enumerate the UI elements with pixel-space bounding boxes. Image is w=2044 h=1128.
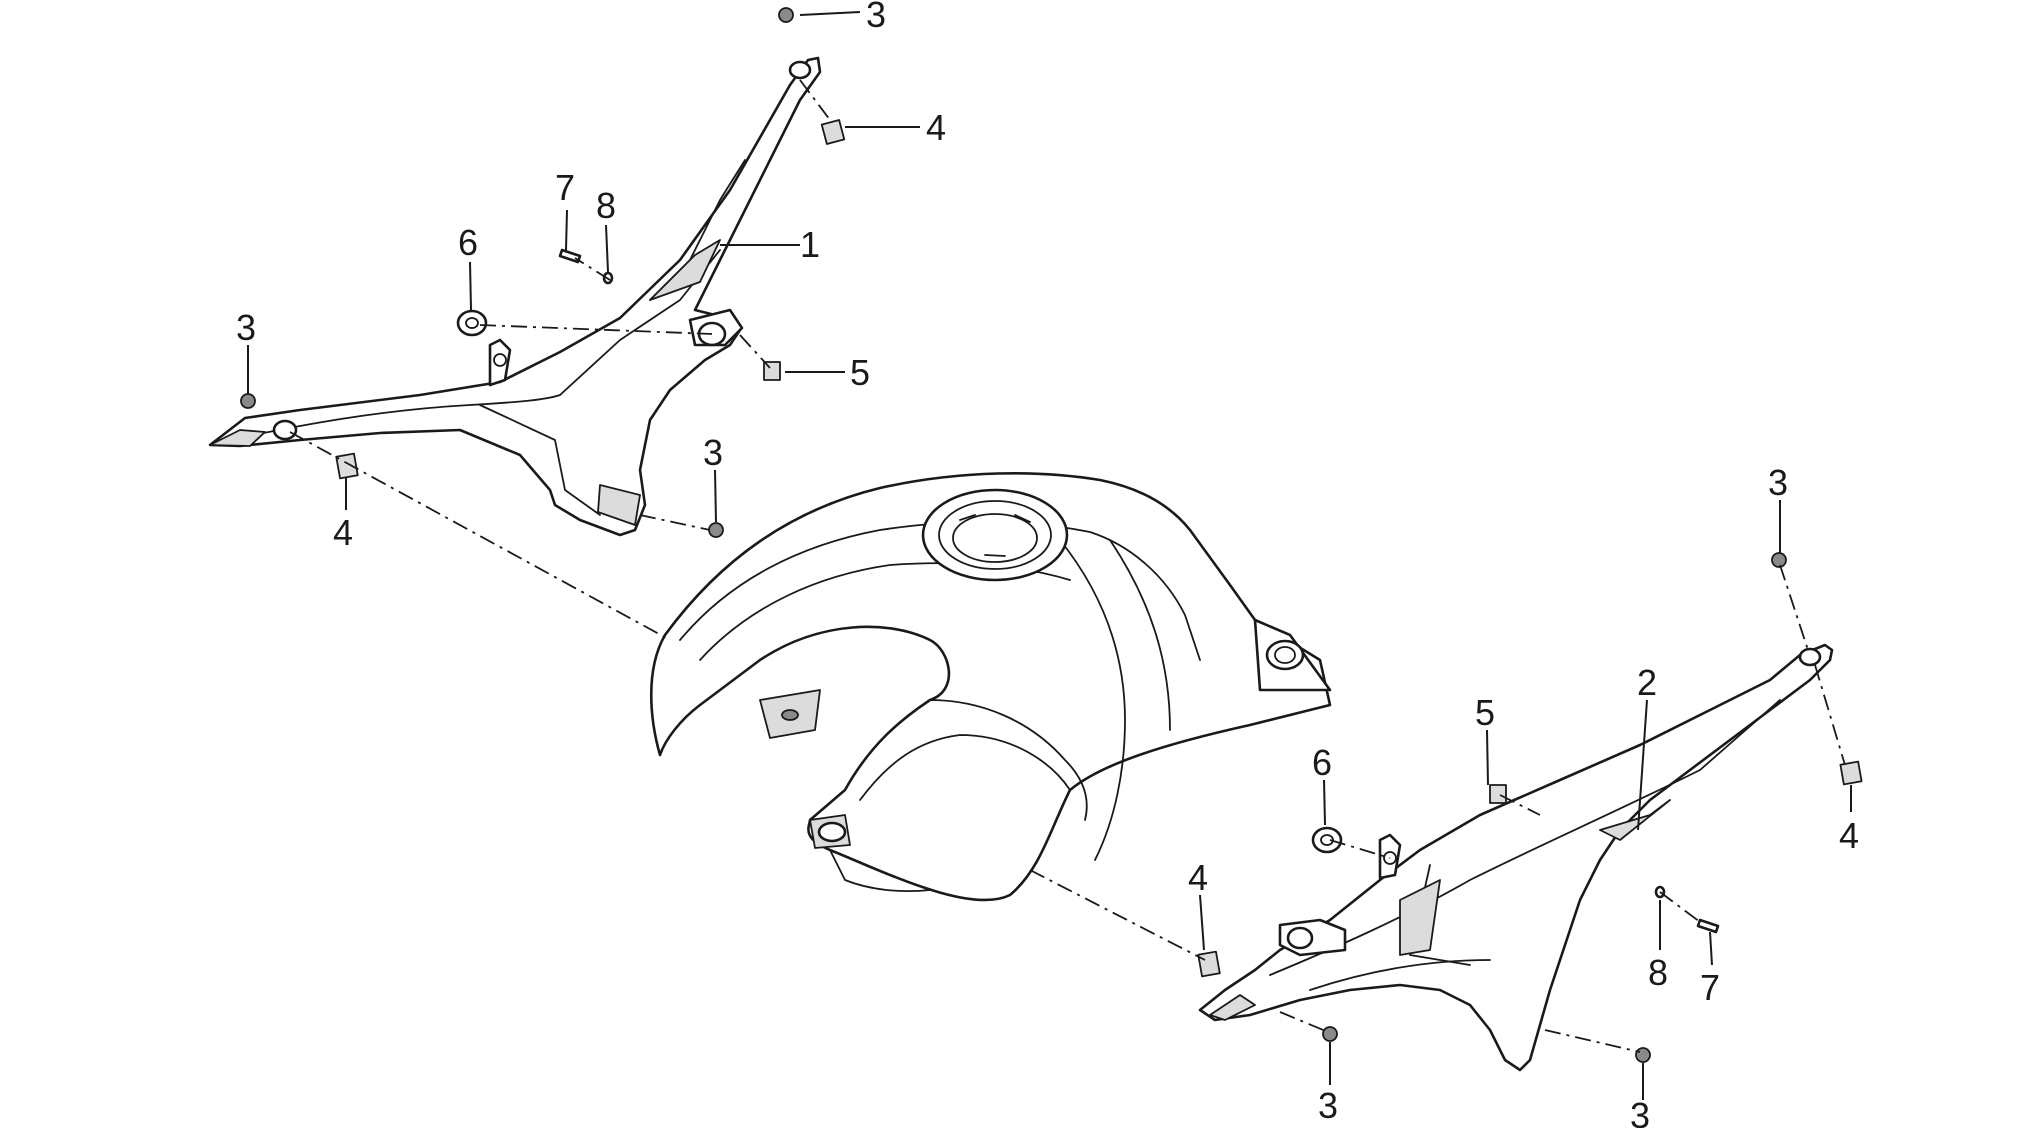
callout-1: 1 — [800, 224, 820, 265]
callout-3-bottom-right: 3 — [1630, 1095, 1650, 1128]
clip-5-b — [1489, 784, 1507, 804]
callout-5-left: 5 — [850, 352, 870, 393]
callout-5-right: 5 — [1475, 692, 1495, 733]
side-cover-left — [208, 56, 822, 537]
callout-3-right-top: 3 — [1768, 462, 1788, 503]
callout-3-left: 3 — [236, 307, 256, 348]
clip-4-a — [820, 119, 846, 145]
callout-4-center: 4 — [1188, 857, 1208, 898]
screw-3-f — [1635, 1047, 1651, 1063]
callout-7-left: 7 — [555, 167, 575, 208]
bolt-7-b — [1696, 918, 1720, 934]
callout-8-left: 8 — [596, 185, 616, 226]
callout-6-left: 6 — [458, 222, 478, 263]
screw-3-b — [240, 393, 256, 409]
grommet-6-b — [1311, 826, 1343, 854]
leader-lines — [247, 11, 1852, 1100]
screw-3-a — [778, 7, 794, 23]
callout-3-top: 3 — [866, 0, 886, 35]
screw-3-c — [708, 522, 724, 538]
callout-3-bottom-left: 3 — [1318, 1085, 1338, 1126]
fuel-tank — [649, 472, 1332, 902]
callout-4-left: 4 — [333, 512, 353, 553]
callout-4-top: 4 — [926, 107, 946, 148]
callout-2: 2 — [1637, 662, 1657, 703]
callout-3-center: 3 — [703, 432, 723, 473]
callout-6-right: 6 — [1312, 742, 1332, 783]
screw-3-e — [1322, 1026, 1338, 1042]
screw-3-d — [1771, 552, 1787, 568]
callout-7-right: 7 — [1700, 967, 1720, 1008]
grommet-6-a — [456, 309, 488, 337]
side-cover-right — [1198, 643, 1834, 1072]
clip-4-b — [335, 452, 359, 480]
callout-8-right: 8 — [1648, 952, 1668, 993]
callouts: 1 2 3 3 3 3 3 3 4 4 4 4 5 5 6 6 7 7 8 8 — [236, 0, 1859, 1128]
assembly-lines — [289, 79, 1846, 1053]
clip-4-c — [1197, 950, 1221, 978]
callout-4-right: 4 — [1839, 815, 1859, 856]
clip-4-d — [1839, 760, 1863, 786]
